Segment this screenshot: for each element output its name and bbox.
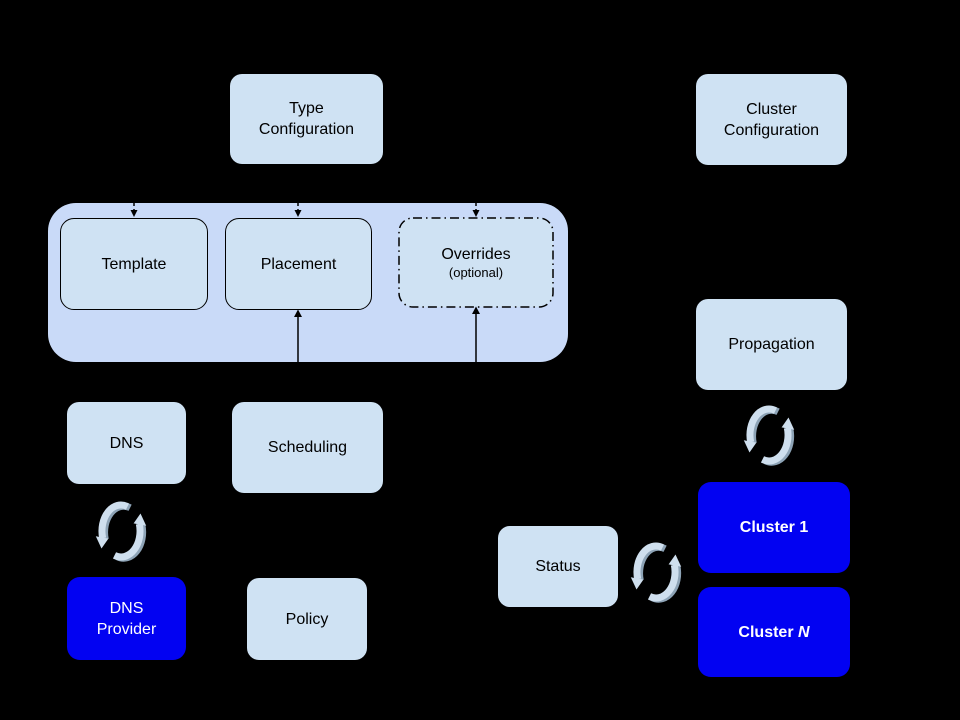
node-label: Template bbox=[101, 255, 167, 273]
node-label: Cluster 1 bbox=[739, 519, 809, 536]
node-dns-provider: DNS Provider bbox=[67, 577, 186, 660]
propagation-sync-icon bbox=[744, 409, 794, 462]
cluster-n-prefix: Cluster bbox=[738, 623, 794, 641]
node-label: Type Configuration bbox=[258, 100, 355, 138]
node-template: Template bbox=[60, 218, 208, 310]
node-type-configuration: Type Configuration bbox=[230, 74, 383, 164]
node-cluster-1: Cluster 1 bbox=[698, 482, 850, 573]
node-policy: Policy bbox=[247, 578, 367, 660]
node-scheduling: Scheduling bbox=[232, 402, 383, 493]
node-cluster-configuration: Cluster Configuration bbox=[696, 74, 847, 165]
node-dns: DNS bbox=[67, 402, 186, 484]
node-label: DNS Provider bbox=[96, 599, 157, 638]
status-sync-icon bbox=[631, 546, 681, 599]
node-overrides: Overrides (optional) bbox=[399, 218, 553, 307]
cluster-n-suffix: N bbox=[798, 623, 810, 641]
node-propagation: Propagation bbox=[696, 299, 847, 390]
node-label: Overrides (optional) bbox=[441, 223, 510, 302]
container-caption: Declaration of resources to be distribut… bbox=[105, 533, 343, 548]
overrides-subtitle: (optional) bbox=[448, 265, 504, 280]
node-placement: Placement bbox=[225, 218, 372, 310]
node-status: Status bbox=[498, 526, 618, 607]
node-label: DNS bbox=[109, 434, 144, 452]
node-label: Cluster N bbox=[738, 622, 809, 643]
node-label: Placement bbox=[260, 255, 337, 273]
node-label: Policy bbox=[285, 610, 329, 628]
node-label: Propagation bbox=[728, 336, 815, 353]
node-label: Status bbox=[535, 558, 581, 575]
dns-sync-icon bbox=[96, 505, 146, 558]
node-cluster-n: Cluster N bbox=[698, 587, 850, 677]
overrides-title: Overrides bbox=[441, 246, 511, 263]
node-label: Cluster Configuration bbox=[723, 100, 820, 139]
node-label: Scheduling bbox=[267, 439, 348, 456]
